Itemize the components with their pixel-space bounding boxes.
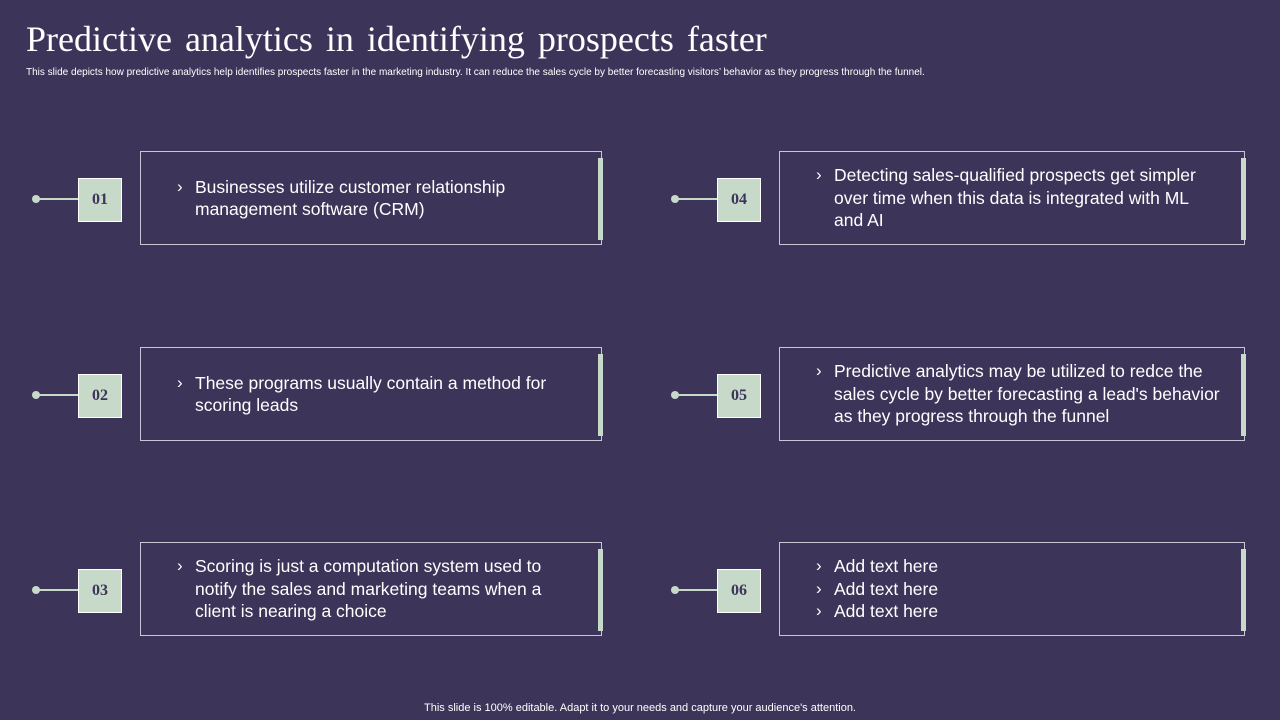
number-badge: 05 xyxy=(717,374,761,418)
item-02: › These programs usually contain a metho… xyxy=(32,347,632,443)
card-accent-bar xyxy=(1241,158,1246,240)
connector-dot xyxy=(32,195,40,203)
item-card: › Predictive analytics may be utilized t… xyxy=(779,347,1246,441)
connector-line xyxy=(38,198,116,200)
bullet-text: Predictive analytics may be utilized to … xyxy=(834,361,1220,427)
chevron-right-icon: › xyxy=(816,165,822,185)
bullet-list: › Businesses utilize customer relationsh… xyxy=(177,152,577,244)
slide-footer: This slide is 100% editable. Adapt it to… xyxy=(424,702,856,714)
bullet-text: Add text here xyxy=(834,578,939,599)
bullet-item: › Add text here xyxy=(816,578,1220,601)
bullet-list: › Scoring is just a computation system u… xyxy=(177,543,577,635)
chevron-right-icon: › xyxy=(816,556,822,576)
bullet-text: Add text here xyxy=(834,556,939,577)
item-card: › Detecting sales-qualified prospects ge… xyxy=(779,151,1246,245)
item-03: › Scoring is just a computation system u… xyxy=(32,542,632,638)
connector-line xyxy=(677,589,755,591)
bullet-text: Businesses utilize customer relationship… xyxy=(195,176,506,220)
card-accent-bar xyxy=(598,354,603,436)
bullet-text: Add text here xyxy=(834,601,939,622)
card-accent-bar xyxy=(1241,549,1246,631)
bullet-text: Detecting sales-qualified prospects get … xyxy=(834,165,1196,231)
bullet-text: Scoring is just a computation system use… xyxy=(195,556,542,622)
bullet-item: › Predictive analytics may be utilized t… xyxy=(816,360,1220,428)
item-01: › Businesses utilize customer relationsh… xyxy=(32,151,632,247)
connector-line xyxy=(677,198,755,200)
chevron-right-icon: › xyxy=(816,578,822,598)
item-06: › Add text here › Add text here › Add te… xyxy=(671,542,1271,638)
chevron-right-icon: › xyxy=(177,556,183,576)
chevron-right-icon: › xyxy=(816,361,822,381)
item-04: › Detecting sales-qualified prospects ge… xyxy=(671,151,1271,247)
bullet-list: › Predictive analytics may be utilized t… xyxy=(816,348,1220,440)
connector-dot xyxy=(32,391,40,399)
number-badge: 03 xyxy=(78,569,122,613)
item-card: › Businesses utilize customer relationsh… xyxy=(140,151,603,245)
item-05: › Predictive analytics may be utilized t… xyxy=(671,347,1271,443)
connector-dot xyxy=(671,195,679,203)
connector-dot xyxy=(32,586,40,594)
bullet-text: These programs usually contain a method … xyxy=(195,372,547,416)
bullet-item: › These programs usually contain a metho… xyxy=(177,372,577,417)
slide-title: Predictive analytics in identifying pros… xyxy=(26,19,767,59)
connector-dot xyxy=(671,586,679,594)
chevron-right-icon: › xyxy=(816,601,822,621)
number-badge: 06 xyxy=(717,569,761,613)
item-card: › Add text here › Add text here › Add te… xyxy=(779,542,1246,636)
number-badge: 02 xyxy=(78,374,122,418)
connector-line xyxy=(677,394,755,396)
item-card: › These programs usually contain a metho… xyxy=(140,347,603,441)
chevron-right-icon: › xyxy=(177,176,183,196)
bullet-list: › Detecting sales-qualified prospects ge… xyxy=(816,152,1220,244)
card-accent-bar xyxy=(598,549,603,631)
card-accent-bar xyxy=(598,158,603,240)
connector-dot xyxy=(671,391,679,399)
bullet-item: › Scoring is just a computation system u… xyxy=(177,555,577,623)
bullet-item: › Add text here xyxy=(816,600,1220,623)
connector-line xyxy=(38,589,116,591)
item-card: › Scoring is just a computation system u… xyxy=(140,542,603,636)
slide-subtitle: This slide depicts how predictive analyt… xyxy=(26,67,925,78)
card-accent-bar xyxy=(1241,354,1246,436)
connector-line xyxy=(38,394,116,396)
bullet-item: › Add text here xyxy=(816,555,1220,578)
bullet-item: › Businesses utilize customer relationsh… xyxy=(177,176,577,221)
chevron-right-icon: › xyxy=(177,372,183,392)
number-badge: 04 xyxy=(717,178,761,222)
number-badge: 01 xyxy=(78,178,122,222)
bullet-list: › Add text here › Add text here › Add te… xyxy=(816,543,1220,635)
bullet-list: › These programs usually contain a metho… xyxy=(177,348,577,440)
bullet-item: › Detecting sales-qualified prospects ge… xyxy=(816,164,1220,232)
